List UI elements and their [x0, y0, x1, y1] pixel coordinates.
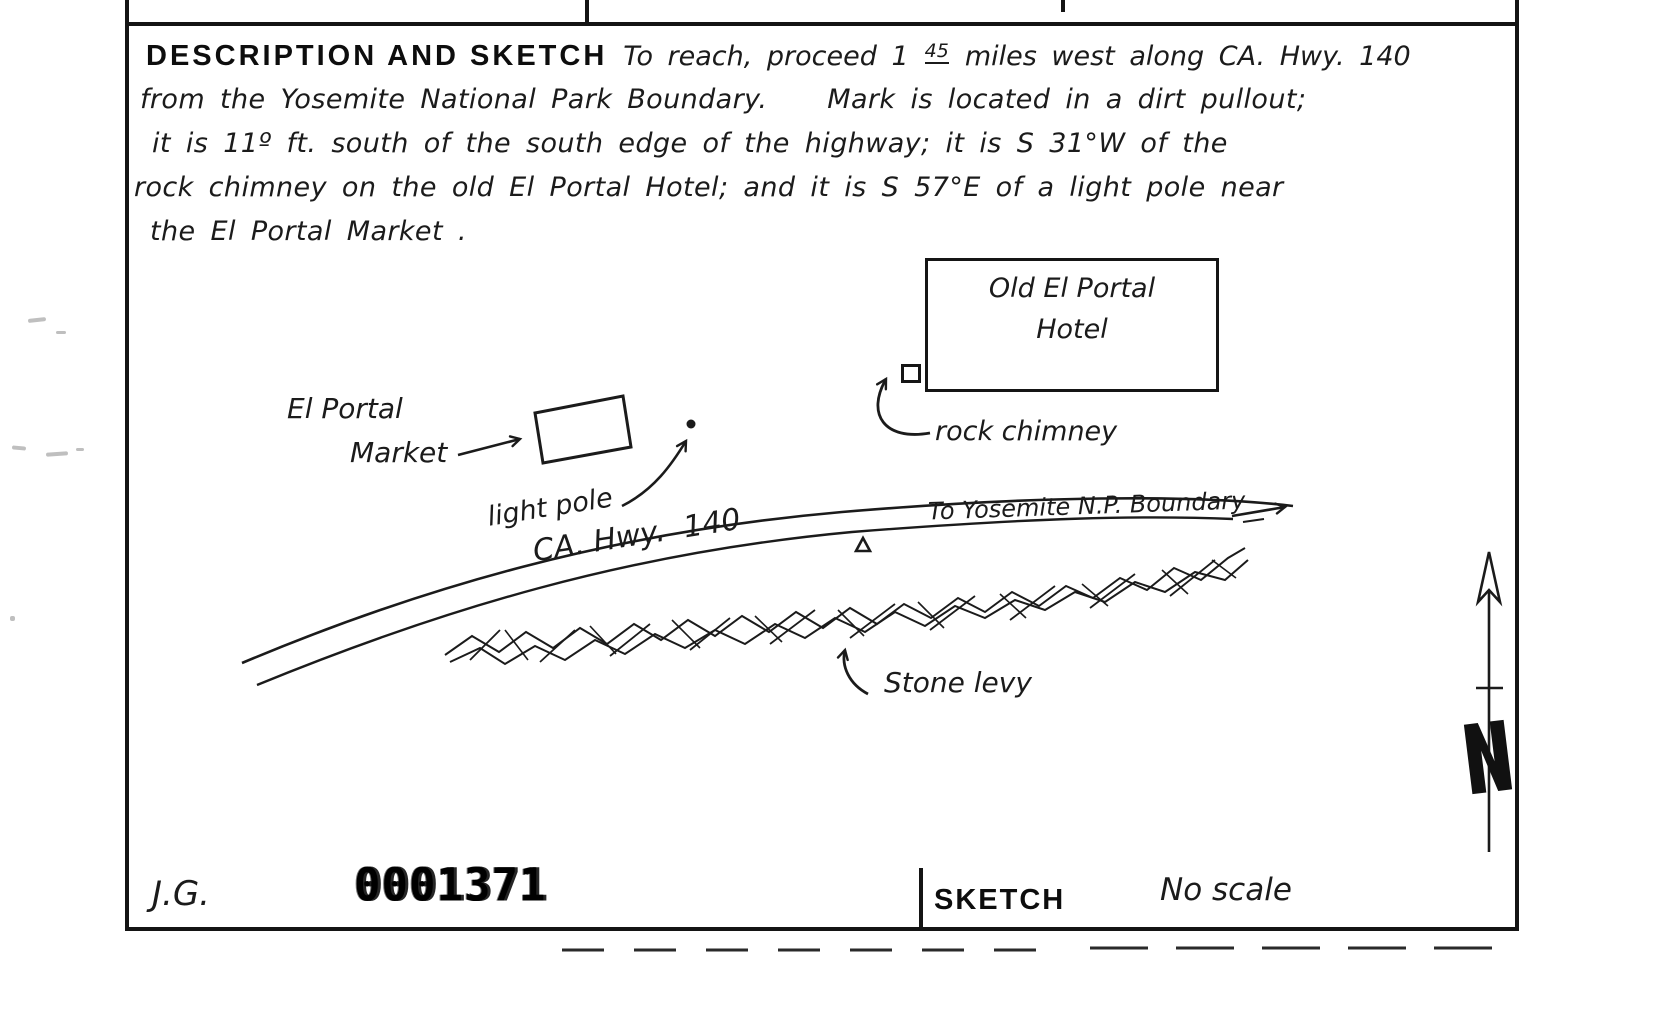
stamp-number: 0001371: [354, 858, 547, 913]
form-border-bottom: [125, 927, 1519, 931]
scan-noise: [76, 448, 84, 451]
scale-note: No scale: [1160, 872, 1292, 908]
form-tick-top-left: [585, 0, 589, 22]
form-border-right: [1515, 0, 1519, 931]
north-arrow-n-glyph: [1463, 719, 1513, 795]
description-text: miles west along CA. Hwy. 140: [964, 41, 1411, 72]
scan-noise: [11, 445, 27, 451]
scan-noise: [27, 317, 47, 323]
survey-triangle-icon: [853, 535, 873, 553]
description-line-2: from the Yosemite National Park Boundary…: [140, 84, 1307, 115]
description-line-3: it is 11º ft. south of the south edge of…: [152, 128, 1228, 159]
rock-chimney-square-icon: [901, 364, 921, 383]
form-border-top: [125, 22, 1519, 26]
rock-chimney-arrow: [875, 376, 931, 436]
sketch-cell-label: SKETCH: [934, 884, 1066, 916]
market-label-line2: Market: [350, 436, 448, 469]
market-label-line1: El Portal: [287, 392, 403, 425]
stone-levy-scribble-2: [449, 559, 1249, 666]
description-superscript: 45: [924, 40, 949, 64]
boundary-arrow-dash: [1242, 518, 1265, 523]
stone-levy-hatch-2: [504, 559, 1237, 661]
footer-divider: [919, 868, 923, 927]
form-tick-top-right: [1061, 0, 1065, 12]
form-border-left: [125, 0, 129, 931]
section-heading: DESCRIPTION AND SKETCH: [146, 40, 608, 72]
surveyor-initials: J.G.: [152, 874, 210, 914]
north-arrow-head: [1475, 551, 1503, 607]
description-line-1: DESCRIPTION AND SKETCH To reach, proceed…: [146, 40, 1411, 73]
stone-levy-arrow: [836, 647, 869, 696]
light-pole-arrow: [621, 438, 688, 508]
scan-noise: [45, 451, 69, 457]
description-line-5: the El Portal Market .: [150, 216, 467, 247]
stone-levy-hatch-1: [469, 559, 1216, 663]
scan-noise: [56, 331, 66, 334]
rock-chimney-label: rock chimney: [935, 416, 1118, 447]
highway-upper-edge: [241, 497, 1294, 665]
light-pole-dot-icon: [686, 419, 696, 429]
hotel-label-line2: Hotel: [1036, 314, 1108, 345]
hotel-label-line1: Old El Portal: [988, 273, 1156, 304]
market-arrow: [457, 435, 523, 457]
description-line-4: rock chimney on the old El Portal Hotel;…: [134, 172, 1284, 203]
market-building-box: [533, 394, 633, 465]
description-text: To reach, proceed 1: [623, 41, 909, 72]
scan-noise: [10, 616, 15, 621]
hotel-building-box: Old El Portal Hotel: [925, 258, 1219, 392]
highway-lower-edge: [256, 516, 1234, 687]
stone-levy-label: Stone levy: [884, 666, 1032, 699]
north-arrow-icon: [1463, 551, 1513, 852]
boundary-direction-label: To Yosemite N.P. Boundary: [927, 486, 1246, 526]
